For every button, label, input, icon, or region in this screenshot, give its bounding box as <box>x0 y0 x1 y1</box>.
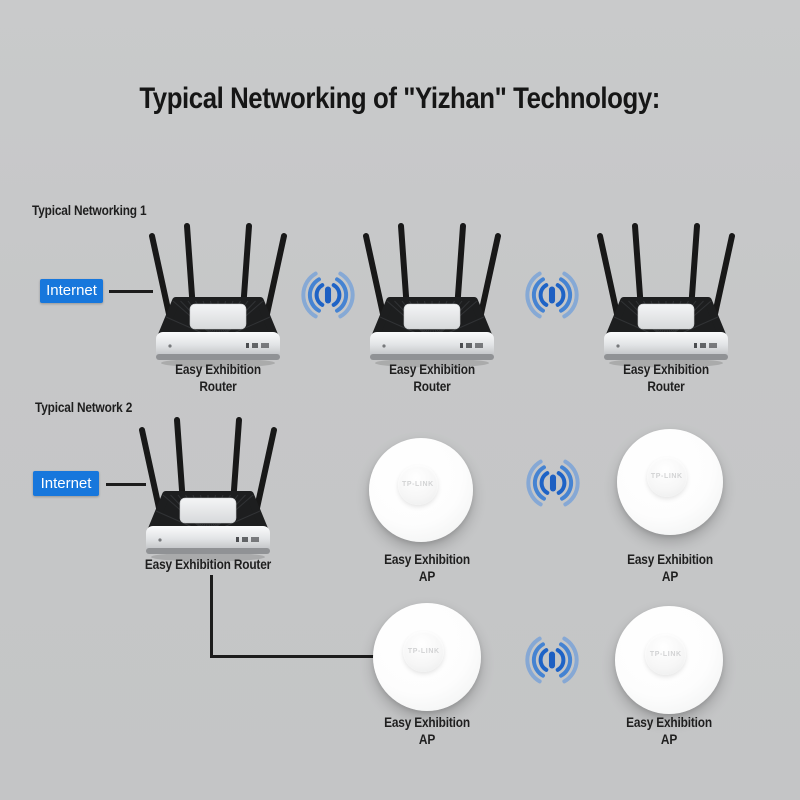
ap-caption-2-line1: Easy Exhibition <box>627 552 713 567</box>
ap-brand-label-3: TP-LINK <box>407 648 440 656</box>
ap-dome-1: TP-LINK <box>398 465 438 505</box>
ap-caption-1-line1: Easy Exhibition <box>384 552 470 567</box>
ap-brand-label-1: TP-LINK <box>401 481 434 489</box>
page-title: Typical Networking of "Yizhan" Technolog… <box>139 82 661 115</box>
router-caption-2: Easy Exhibition Router <box>366 361 498 395</box>
wifi-bridge-signal-icon-4 <box>514 634 590 691</box>
internet-badge-1: Internet <box>40 279 103 303</box>
router-caption-3: Easy Exhibition Router <box>600 361 732 395</box>
router-caption-4: Easy Exhibition Router <box>144 557 272 572</box>
page-title-wrap: Typical Networking of "Yizhan" Technolog… <box>0 82 800 116</box>
connector-internet-router-1 <box>109 290 153 293</box>
ap-dome-2: TP-LINK <box>646 456 687 497</box>
ap-caption-3-line2: AP <box>418 732 436 747</box>
ap-dome-3: TP-LINK <box>403 631 445 673</box>
ap-caption-3-line1: Easy Exhibition <box>384 715 470 730</box>
ap-caption-4: Easy Exhibition AP <box>603 714 735 748</box>
ap-caption-2: Easy Exhibition AP <box>604 551 736 585</box>
ap-illustration-1: TP-LINK <box>369 438 473 542</box>
connector-internet-router-2 <box>106 483 146 486</box>
wifi-bridge-signal-icon-3 <box>515 457 591 514</box>
ap-caption-4-line1: Easy Exhibition <box>626 715 712 730</box>
ap-caption-2-line2: AP <box>661 569 679 584</box>
router-caption-3-line2: Router <box>647 379 685 394</box>
router-caption-1-line1: Easy Exhibition <box>175 362 261 377</box>
section-1-label: Typical Networking 1 <box>32 203 147 218</box>
router-illustration-2 <box>356 222 508 375</box>
router-caption-2-line2: Router <box>413 379 451 394</box>
router-illustration-3 <box>590 222 742 375</box>
ap-caption-3: Easy Exhibition AP <box>361 714 493 748</box>
section-2-label: Typical Network 2 <box>35 400 133 415</box>
wifi-bridge-signal-icon-1 <box>290 269 366 326</box>
ap-brand-label-2: TP-LINK <box>650 473 683 481</box>
wifi-bridge-signal-icon-2 <box>514 269 590 326</box>
ap-illustration-3: TP-LINK <box>373 603 481 711</box>
ap-illustration-4: TP-LINK <box>615 606 723 714</box>
internet-badge-2: Internet <box>33 471 99 496</box>
ap-caption-4-line2: AP <box>660 732 678 747</box>
ap-caption-1: Easy Exhibition AP <box>361 551 493 585</box>
ap-dome-4: TP-LINK <box>645 634 687 676</box>
router-illustration-1 <box>142 222 294 375</box>
router-caption-2-line1: Easy Exhibition <box>389 362 475 377</box>
ap-caption-1-line2: AP <box>418 569 436 584</box>
router-caption-1-line2: Router <box>199 379 237 394</box>
ap-illustration-2: TP-LINK <box>617 429 723 535</box>
ap-brand-label-4: TP-LINK <box>649 651 682 659</box>
connector-router-ap-horizontal <box>210 655 374 658</box>
router-caption-3-line1: Easy Exhibition <box>623 362 709 377</box>
router-illustration-4 <box>132 416 284 569</box>
router-caption-1: Easy Exhibition Router <box>152 361 284 395</box>
connector-router-ap-vertical <box>210 575 213 658</box>
